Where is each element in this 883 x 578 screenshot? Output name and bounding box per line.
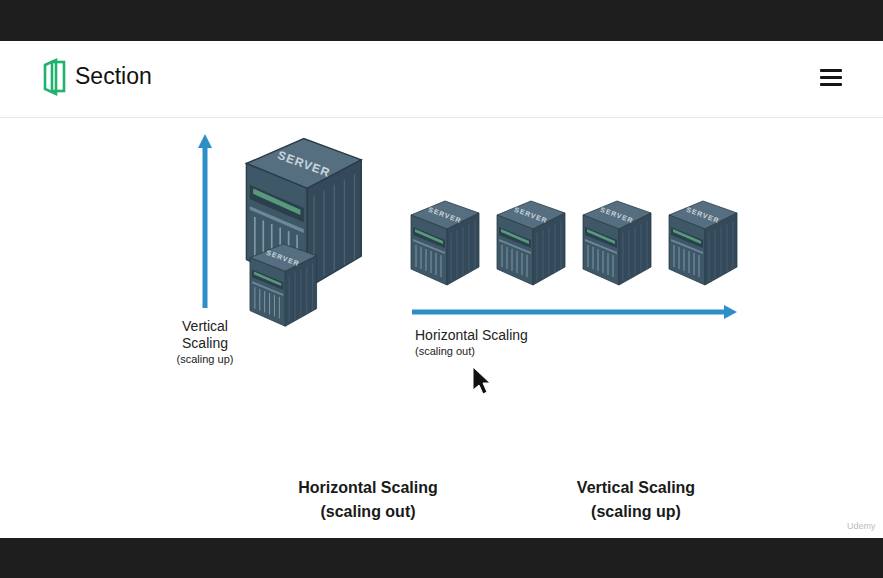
server-label: SERVER [276, 149, 332, 179]
server-label: SERVER [686, 206, 721, 224]
hamburger-icon [820, 69, 842, 86]
slide-panel [0, 41, 883, 538]
server [497, 201, 565, 285]
brand-name: Section [75, 63, 152, 91]
caption: (scaling out) [320, 502, 415, 521]
server-label: SERVER [266, 249, 301, 267]
caption: Vertical Scaling [577, 478, 695, 497]
server [411, 201, 479, 285]
caption: Horizontal Scaling [298, 478, 438, 497]
watermark: Udemy [847, 521, 876, 532]
axis-label: Horizontal Scaling [415, 327, 528, 344]
bottom-bar [0, 538, 883, 578]
caption: (scaling up) [591, 502, 681, 521]
small-server [250, 244, 317, 326]
horizontal-arrow [412, 305, 737, 319]
server-label: SERVER [428, 206, 463, 224]
axis-sublabel: (scaling up) [177, 353, 234, 366]
header-divider [0, 117, 883, 118]
server [583, 201, 651, 285]
axis-label: Vertical Scaling [169, 318, 241, 352]
vertical-arrow [198, 134, 212, 308]
server-label: SERVER [600, 206, 635, 224]
axis-sublabel: (scaling out) [415, 345, 475, 358]
top-bar [0, 0, 883, 41]
server [669, 201, 737, 285]
mouse-cursor [473, 367, 490, 394]
server-label: SERVER [514, 206, 549, 224]
logo-icon [45, 60, 64, 94]
